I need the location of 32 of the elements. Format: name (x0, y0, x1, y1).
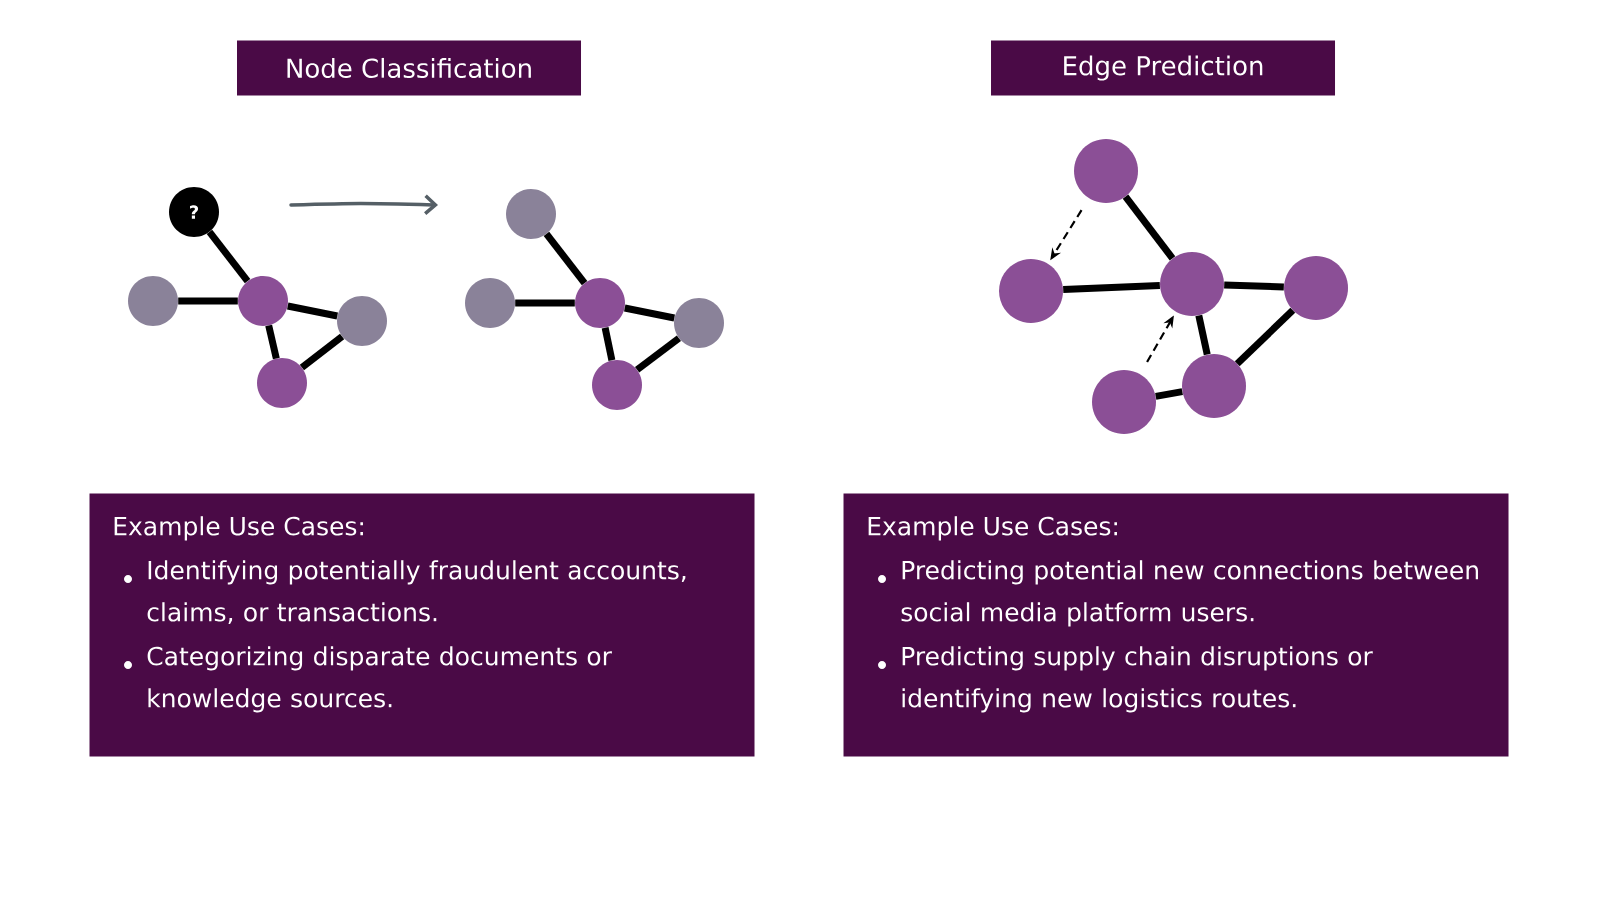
question-node: ? (169, 187, 219, 237)
graph-edge (299, 333, 345, 371)
graph-edge (624, 304, 675, 322)
graph-edge (543, 231, 588, 286)
graph-node (674, 298, 724, 348)
graph-node (238, 276, 288, 326)
graph-node (337, 296, 387, 346)
graph-node (1074, 139, 1138, 203)
graph-edge (206, 229, 251, 284)
graph-edge (1155, 388, 1183, 400)
graph-edge (601, 326, 616, 362)
graph-node (128, 276, 178, 326)
graph-node (257, 358, 307, 408)
graph-edge (1195, 314, 1211, 356)
graph-node (575, 278, 625, 328)
graph-node (1160, 252, 1224, 316)
graph-node (1092, 370, 1156, 434)
text-panel: Example Use Cases: Identifying potentially fraudulent accounts, claims, or transactions. Categorizing disparate documents or knowledge sources. (89, 493, 755, 757)
graph-node (465, 278, 515, 328)
graph-node (1182, 354, 1246, 418)
graph-edge (265, 324, 280, 360)
graph-node (1284, 256, 1348, 320)
title-box: Edge Prediction (991, 40, 1335, 96)
graph-node (999, 259, 1063, 323)
graph-node (592, 360, 642, 410)
graph-edge (1122, 194, 1176, 261)
graph-node (506, 189, 556, 239)
text-panel: Example Use Cases: Predicting potential new connections between social media platform users. Predicting supply chain disruptions or identifying new logistics routes. (843, 493, 1509, 757)
graph-edge (1234, 307, 1296, 367)
title-box: Node Classification (237, 40, 581, 96)
graph-edge (287, 302, 338, 320)
graph-edge (635, 335, 682, 373)
